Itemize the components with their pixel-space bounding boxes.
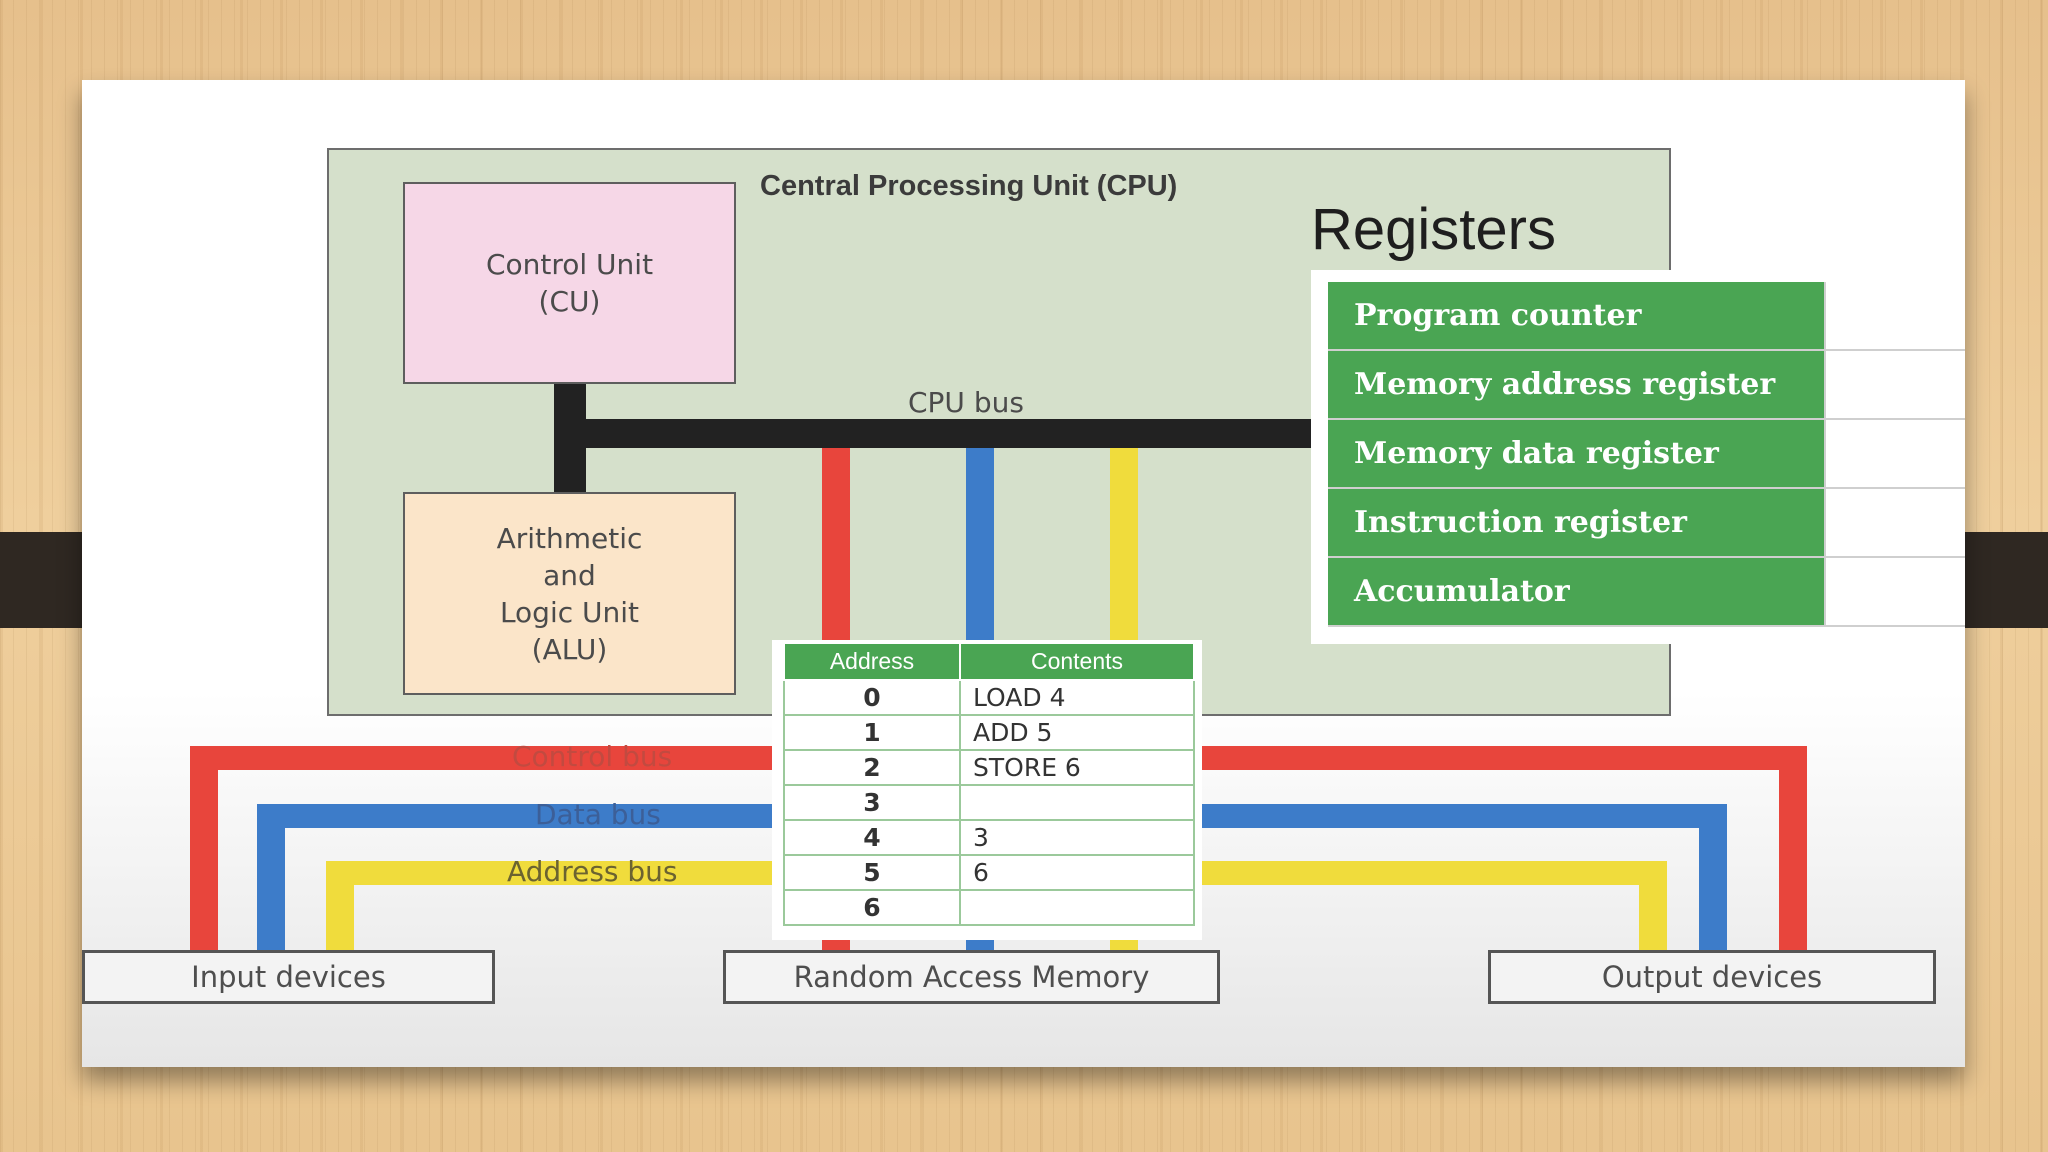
memory-address: 1 xyxy=(783,714,961,751)
control-bus-right xyxy=(1202,746,1807,770)
register-value xyxy=(1824,282,1965,349)
address-header: Address xyxy=(783,642,961,681)
memory-row: 2 STORE 6 xyxy=(783,749,1195,786)
register-row: Memory data register xyxy=(1328,420,1965,489)
memory-contents xyxy=(959,784,1195,821)
register-name: Program counter xyxy=(1328,282,1824,349)
memory-contents: 3 xyxy=(959,819,1195,856)
control-unit-label: Control Unit (CU) xyxy=(485,248,654,318)
alu-label: Arithmetic and Logic Unit (ALU) xyxy=(496,521,643,666)
memory-header-row: Address Contents xyxy=(783,642,1195,681)
registers-table: Program counter Memory address register … xyxy=(1328,282,1965,627)
register-name: Instruction register xyxy=(1328,489,1824,556)
ram-label: Random Access Memory xyxy=(793,960,1150,994)
register-value xyxy=(1824,489,1965,556)
register-name: Memory data register xyxy=(1328,420,1824,487)
address-bus-drop xyxy=(1110,448,1138,640)
memory-contents: 6 xyxy=(959,854,1195,891)
memory-address: 0 xyxy=(783,679,961,716)
register-row: Program counter xyxy=(1328,282,1965,351)
register-value xyxy=(1824,351,1965,418)
data-bus-left-drop xyxy=(257,804,285,951)
output-devices-box: Output devices xyxy=(1488,950,1936,1004)
memory-address: 4 xyxy=(783,819,961,856)
address-bus-right xyxy=(1202,861,1667,885)
memory-row: 4 3 xyxy=(783,819,1195,856)
memory-contents: LOAD 4 xyxy=(959,679,1195,716)
cpu-title: Central Processing Unit (CPU) xyxy=(760,170,1178,202)
register-row: Memory address register xyxy=(1328,351,1965,420)
ram-box: Random Access Memory xyxy=(723,950,1220,1004)
control-bus-ram-stub xyxy=(822,940,850,952)
address-bus-left xyxy=(326,861,772,885)
memory-row: 0 LOAD 4 xyxy=(783,679,1195,716)
memory-table: Address Contents 0 LOAD 4 1 ADD 5 2 STOR… xyxy=(783,642,1195,926)
memory-address: 2 xyxy=(783,749,961,786)
cpu-bus-label: CPU bus xyxy=(908,386,1024,419)
contents-header: Contents xyxy=(959,642,1195,681)
control-unit-box: Control Unit (CU) xyxy=(403,182,736,384)
memory-row: 6 xyxy=(783,889,1195,926)
input-devices-label: Input devices xyxy=(191,960,386,994)
data-bus-right-drop xyxy=(1699,804,1727,951)
memory-row: 5 6 xyxy=(783,854,1195,891)
register-row: Accumulator xyxy=(1328,558,1965,627)
control-bus-drop xyxy=(822,448,850,640)
address-bus-label: Address bus xyxy=(507,855,678,888)
memory-address: 3 xyxy=(783,784,961,821)
address-bus-left-drop xyxy=(326,861,354,951)
control-bus-right-drop xyxy=(1779,746,1807,951)
registers-title: Registers xyxy=(1311,197,1556,262)
register-row: Instruction register xyxy=(1328,489,1965,558)
data-bus-drop xyxy=(966,448,994,640)
register-name: Memory address register xyxy=(1328,351,1824,418)
address-bus-right-drop xyxy=(1639,861,1667,951)
right-ribbon xyxy=(1964,532,2048,628)
control-bus-left xyxy=(190,746,772,770)
register-value xyxy=(1824,420,1965,487)
data-bus-label: Data bus xyxy=(535,798,661,831)
control-bus-label: Control bus xyxy=(512,740,673,773)
left-ribbon xyxy=(0,532,84,628)
data-bus-right xyxy=(1202,804,1727,828)
data-bus-left xyxy=(257,804,772,828)
alu-box: Arithmetic and Logic Unit (ALU) xyxy=(403,492,736,695)
memory-contents xyxy=(959,889,1195,926)
register-value xyxy=(1824,558,1965,625)
memory-contents: ADD 5 xyxy=(959,714,1195,751)
output-devices-label: Output devices xyxy=(1601,960,1823,994)
memory-row: 3 xyxy=(783,784,1195,821)
memory-contents: STORE 6 xyxy=(959,749,1195,786)
memory-row: 1 ADD 5 xyxy=(783,714,1195,751)
address-bus-ram-stub xyxy=(1110,940,1138,952)
control-bus-left-drop xyxy=(190,746,218,951)
register-name: Accumulator xyxy=(1328,558,1824,625)
memory-address: 5 xyxy=(783,854,961,891)
input-devices-box: Input devices xyxy=(82,950,495,1004)
memory-address: 6 xyxy=(783,889,961,926)
data-bus-ram-stub xyxy=(966,940,994,952)
cpu-bus-line xyxy=(554,419,1314,448)
